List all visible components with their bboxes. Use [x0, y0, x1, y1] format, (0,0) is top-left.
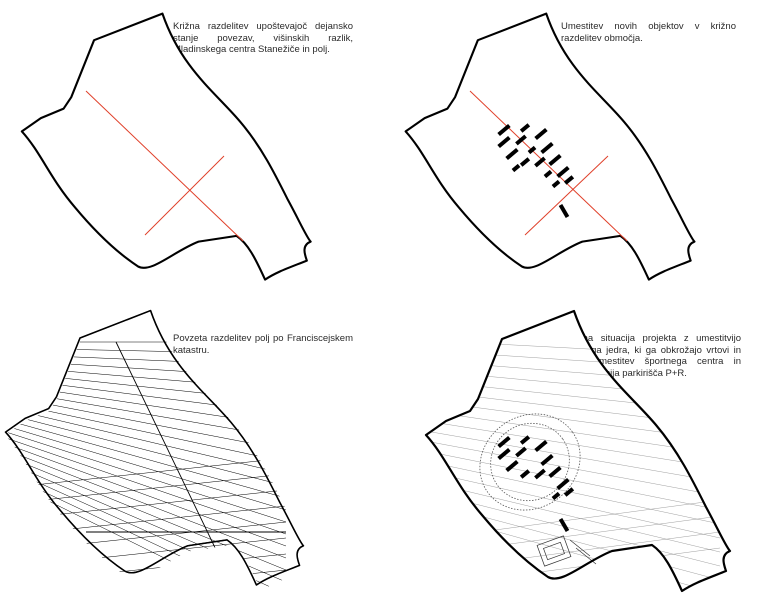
panel-new-objects: [404, 12, 696, 281]
final-building-cluster: [497, 435, 575, 533]
panel-final-situation: [424, 309, 732, 593]
site-outline: [20, 12, 312, 281]
panel-field-division: [4, 309, 305, 591]
division-line-cross: [144, 155, 225, 236]
sports-center: [536, 535, 597, 567]
caption-final: Končna situacija projekta z umestitvijo …: [561, 333, 741, 379]
division-line-cross: [524, 155, 609, 236]
caption-cross: Križna razdelitev upoštevajoč dejansko s…: [173, 21, 353, 55]
caption-fields: Povzeta razdelitev polj po Franciscejske…: [173, 333, 353, 356]
building-cluster: [497, 123, 575, 219]
division-line-diagonal: [85, 90, 244, 242]
division-line-diagonal: [469, 90, 628, 242]
panel-cross-division: [20, 12, 312, 281]
caption-objects: Umestitev novih objektov v križno razdel…: [561, 21, 736, 44]
